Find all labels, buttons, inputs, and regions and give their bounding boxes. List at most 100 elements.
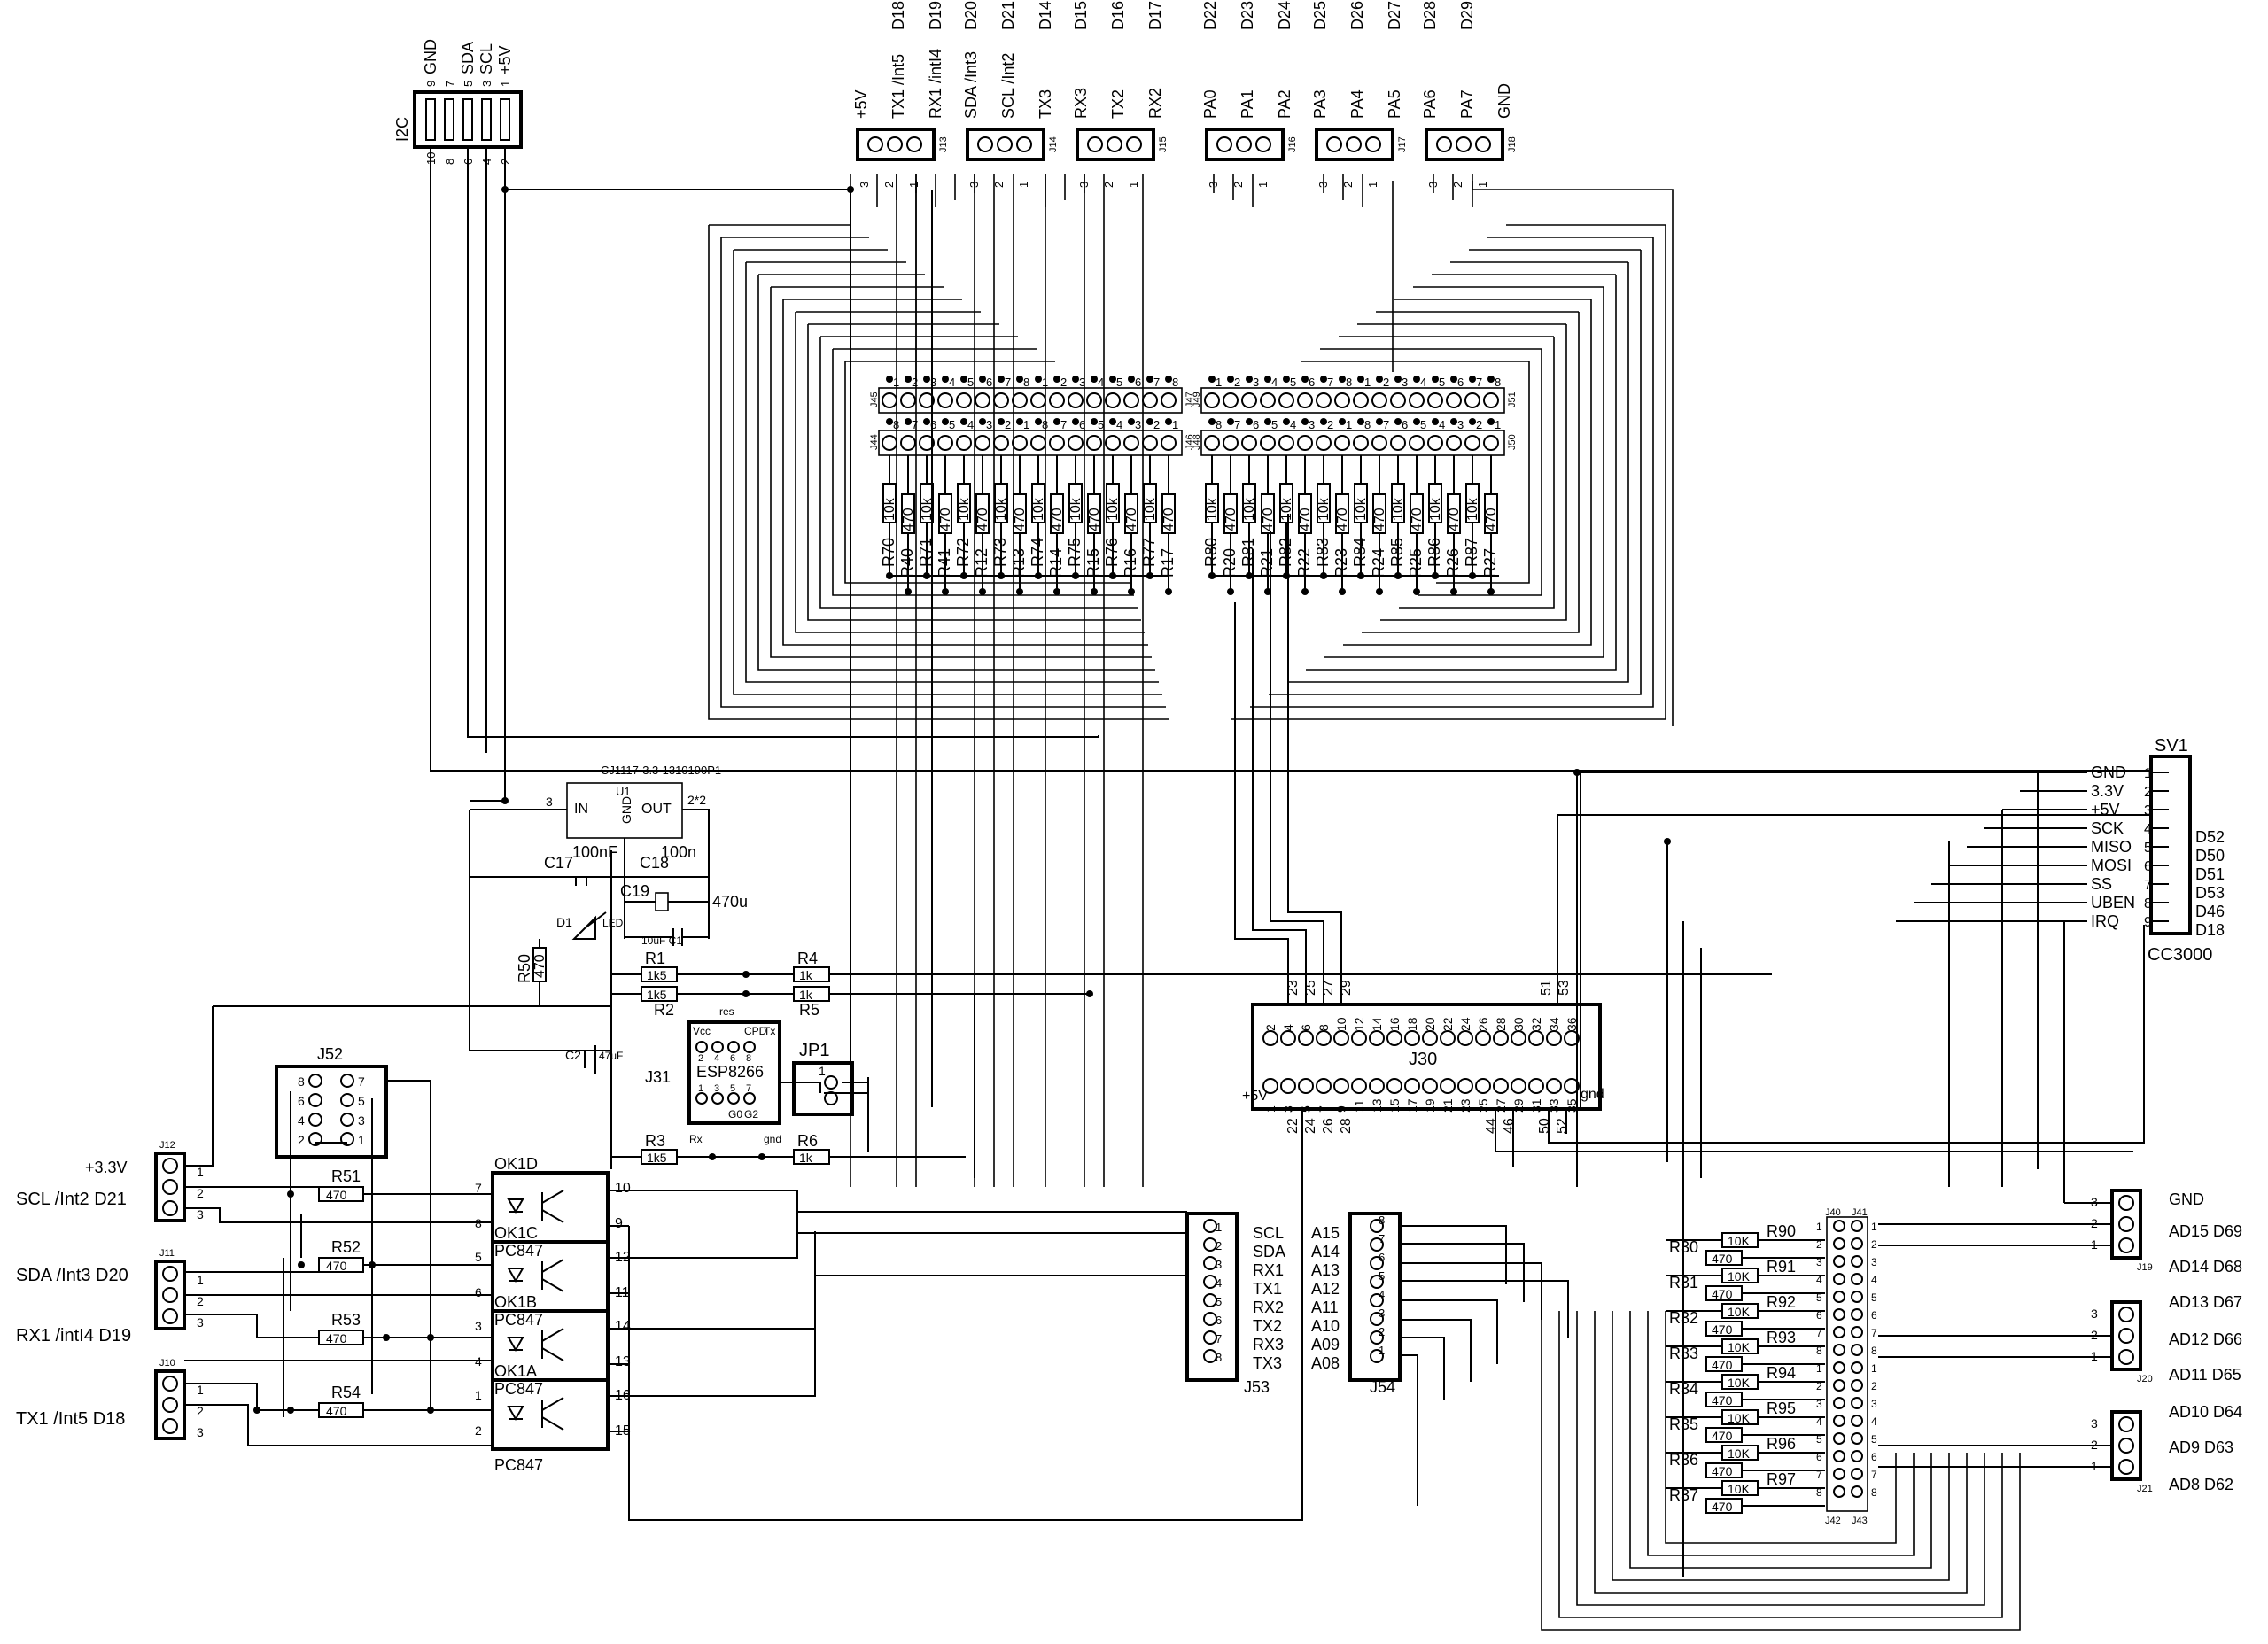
pin-number: 4 [1420,376,1426,389]
digital-pin-label: D25 [1311,1,1329,30]
header-pin [997,136,1013,152]
left-connector-pin [162,1308,178,1324]
right-res-b-ref: R97 [1767,1470,1796,1488]
wire [608,1107,1303,1521]
header-pin [993,392,1009,408]
opto-pin: 6 [475,1285,482,1299]
header-pin [1012,392,1028,408]
header-pin [1475,136,1491,152]
j30-pin [1528,1078,1544,1094]
header-pin [1204,435,1220,451]
bus-loop [1380,324,1567,621]
pin-number: 2 [1341,182,1355,188]
header-pin [1326,136,1342,152]
header-pin [1297,392,1313,408]
j52-pin [308,1074,322,1088]
j52-pin [340,1093,354,1107]
left-label: SCL /Int2 D21 [16,1190,127,1209]
right-header-number: 2 [1816,1380,1822,1392]
j53-label: TX1 [1253,1280,1282,1298]
right-loop [1576,1311,1985,1606]
header-pin [1346,136,1362,152]
wire [1666,1239,1825,1259]
junction-dot [979,376,986,383]
regulator-gnd-label: GND [619,796,633,824]
j30-pin-number: 4 [1281,1024,1295,1031]
i2c-pin-number: 1 [499,81,512,87]
pin-number: 7 [1476,376,1482,389]
right-res-a-value: 470 [1712,1287,1733,1301]
j30-pin [1333,1030,1349,1046]
header-pin [1371,435,1387,451]
signal-label: TX1 /Int5 [889,54,907,119]
j30-bottom-label: 50 [1537,1118,1552,1134]
resistor-value: 470 [1013,508,1028,531]
d1-label: D1 [556,915,572,929]
junction-dot [905,588,912,595]
j30-pin-number: 32 [1529,1017,1543,1031]
right-header-number: 3 [1871,1256,1877,1268]
j52-pin-number: 2 [298,1133,305,1147]
bus-loop [1362,312,1580,633]
right-header-pin [1833,1450,1845,1462]
j54-label: A14 [1311,1243,1340,1260]
left-connector-pin [162,1200,178,1216]
header-pin [1049,435,1065,451]
j30-pin [1457,1078,1473,1094]
junction-dot [1301,588,1309,595]
esp-vcc: Vcc [693,1025,711,1037]
right-res-b-ref: R91 [1767,1258,1796,1276]
junction-dot [998,376,1005,383]
right-header-pin [1851,1432,1863,1445]
j53-pin-number: 2 [1216,1239,1222,1252]
j54-box [1348,1212,1402,1382]
digital-pin-label: D22 [1201,1,1219,30]
sv1-digital-label: D50 [2195,847,2225,865]
digital-pin-label: D17 [1146,1,1164,30]
pin-number: 8 [1495,376,1501,389]
header-ref: J16 [1287,136,1298,152]
signal-label: GND [1495,83,1513,119]
header-pin [1236,136,1252,152]
right-header-ref: J40 [1825,1207,1841,1218]
right-header-number: 5 [1871,1433,1877,1446]
right-res-b-value: 10K [1728,1411,1751,1425]
junction-dot [1109,418,1116,425]
esp-g0: G0 [728,1108,742,1121]
j30-pin [1528,1030,1544,1046]
j30-pin-number: 36 [1565,1017,1579,1031]
j53-pin-number: 7 [1216,1332,1222,1345]
pin-number: 7 [1005,376,1011,389]
right-header-ref: J43 [1852,1516,1868,1526]
j54-pin-number: 2 [1379,1325,1385,1338]
resistor-value: 10k [1391,497,1406,521]
junction-dot [923,376,930,383]
j53-pin [1203,1349,1217,1363]
j30-pin [1493,1078,1509,1094]
junction-dot [427,1407,434,1414]
right-header-ref: J41 [1852,1207,1868,1218]
header-row [1200,430,1505,456]
resistor-value: 470 [1410,508,1425,531]
right-header-number: 7 [1816,1469,1822,1481]
wire [1666,1345,1825,1365]
r1-value: 1k5 [647,968,667,982]
j30-bottom-label: 46 [1502,1118,1517,1134]
pin-number: 3 [1079,376,1085,389]
sv1-pin-label: GND [2091,764,2126,781]
header-pin [1142,392,1158,408]
right-header-number: 1 [1816,1221,1822,1233]
regulator-in-label: IN [574,802,588,817]
resistor-value: 10k [1317,497,1332,521]
resistor-value: 10k [1428,497,1443,521]
right-connector-label: AD9 D63 [2169,1438,2233,1456]
junction-dot [1086,990,1093,997]
right-loop [1594,1311,1968,1594]
junction-dot [1376,588,1383,595]
sv1-digital-label: D52 [2195,828,2225,846]
j54-label: A08 [1311,1354,1340,1372]
right-res-b-value: 10K [1728,1234,1751,1248]
junction-dot [923,418,930,425]
pin-number: 1 [1495,418,1501,431]
junction-dot [1053,376,1060,383]
